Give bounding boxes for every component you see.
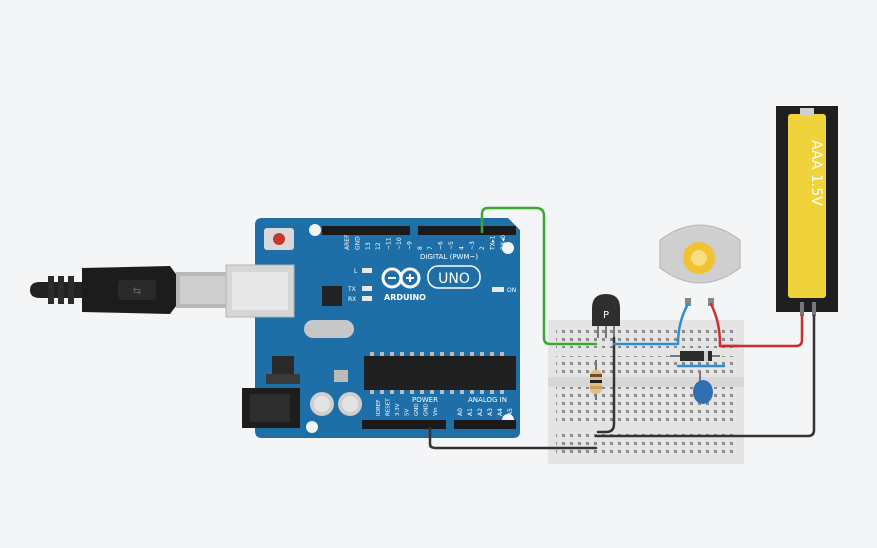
digital-pin-label: ~6 — [438, 241, 445, 250]
analog-pin-label: A2 — [477, 408, 484, 416]
model-label: UNO — [438, 271, 470, 287]
led-on — [492, 287, 504, 292]
wire-red-motor[interactable] — [709, 302, 722, 346]
analog-pin-label: A4 — [497, 408, 504, 416]
power-header[interactable] — [362, 420, 446, 429]
digital-pin-label: 12 — [375, 242, 382, 250]
resistor[interactable] — [590, 360, 602, 400]
analog-pin-label: A1 — [467, 408, 474, 416]
transistor-label: P — [603, 310, 609, 321]
digital-pin-label: 2 — [479, 246, 486, 250]
brand-label: ARDUINO — [384, 293, 426, 302]
digital-pin-label: 4 — [458, 246, 465, 250]
diode[interactable] — [670, 351, 720, 361]
led-on-label: ON — [507, 287, 516, 294]
digital-pin-label: 7 — [427, 246, 434, 250]
power-pin-label: GND — [414, 403, 420, 416]
analog-label: ANALOG IN — [468, 396, 507, 404]
digital-pin-label: AREF — [344, 234, 351, 250]
digital-pin-label: TX▸1 — [490, 235, 497, 251]
led-rx — [362, 296, 372, 301]
digital-pin-label: ~11 — [386, 237, 393, 250]
analog-pin-label: A3 — [487, 408, 494, 416]
analog-header[interactable] — [454, 420, 516, 429]
digital-label: DIGITAL (PWM~) — [420, 253, 478, 261]
digital-pin-label: ~3 — [469, 241, 476, 250]
dc-motor[interactable] — [659, 224, 741, 306]
wire-blue-motor[interactable] — [676, 302, 690, 346]
led-rx-label: RX — [348, 296, 356, 303]
arduino-logo-icon — [381, 267, 421, 289]
digital-pin-label: GND — [354, 236, 361, 250]
wire-black-gnd-arduino[interactable] — [428, 426, 598, 450]
analog-pin-label: A0 — [457, 408, 464, 416]
power-pin-label: 3.3V — [395, 403, 401, 416]
digital-pin-label: 8 — [417, 246, 424, 250]
digital-header-left[interactable] — [322, 226, 410, 235]
digital-pin-label: ~5 — [448, 241, 455, 250]
analog-pin-label: A5 — [507, 408, 514, 416]
wire-black-gnd-battery[interactable] — [594, 314, 816, 438]
led-l-label: L — [354, 268, 358, 275]
battery-holder[interactable]: AAA 1.5V — [776, 106, 838, 316]
wire-red-battery[interactable] — [718, 314, 804, 348]
led-tx-label: TX — [347, 286, 356, 293]
power-pin-label: IOREF — [376, 400, 382, 416]
power-pin-label: RESET — [386, 398, 392, 416]
digital-pin-label: 13 — [365, 242, 372, 250]
digital-pin-label: RX◂0 — [500, 235, 507, 250]
digital-pin-label: ~9 — [406, 241, 413, 250]
power-label: POWER — [412, 396, 438, 404]
power-pin-label: GND — [424, 403, 430, 416]
wire-black-transistor-gnd[interactable] — [596, 336, 616, 434]
led-tx — [362, 286, 372, 291]
transistor[interactable]: P — [592, 294, 620, 338]
capacitor[interactable] — [693, 372, 713, 404]
battery-label: AAA 1.5V — [808, 140, 824, 206]
breadboard[interactable] — [548, 320, 744, 464]
svg-text:⇆: ⇆ — [133, 286, 141, 297]
usb-cable[interactable]: ⇆ — [30, 266, 230, 314]
digital-pin-label: ~10 — [396, 237, 403, 250]
led-l — [362, 268, 372, 273]
power-pin-label: Vin — [433, 407, 439, 416]
digital-header-right[interactable] — [418, 226, 516, 235]
power-pin-label: 5V — [405, 409, 411, 416]
wire-green-pin3[interactable] — [480, 206, 598, 346]
